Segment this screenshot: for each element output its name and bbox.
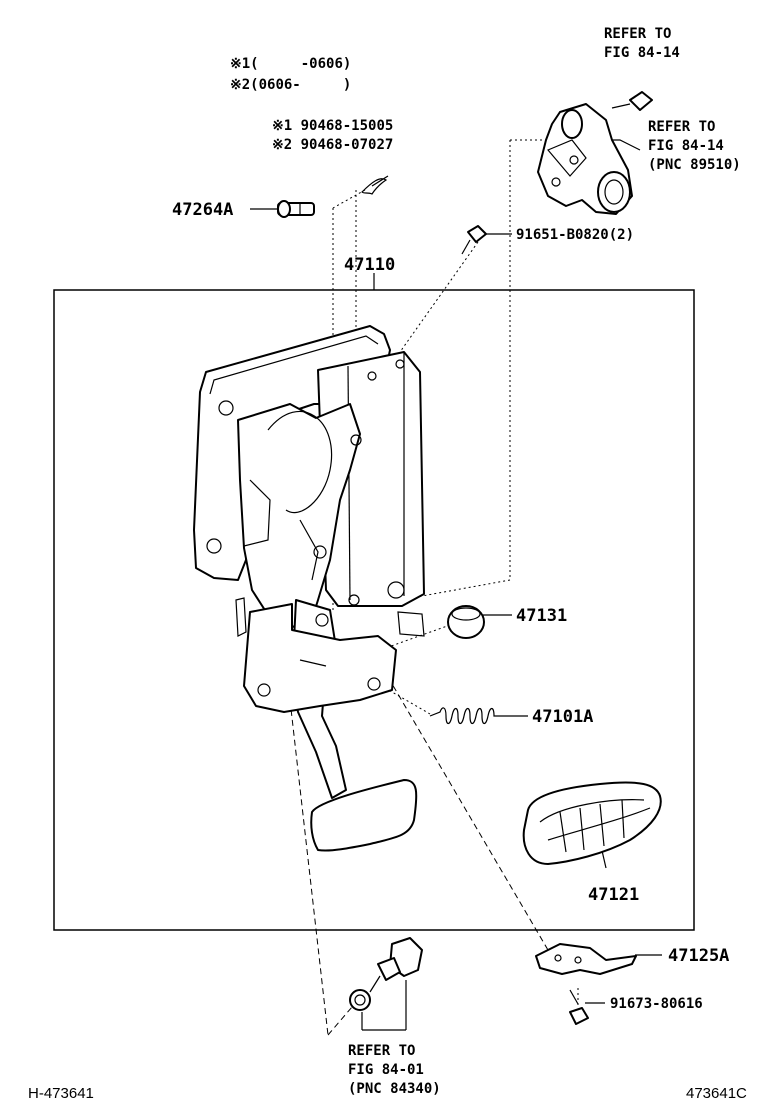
diagram-code-left: H-473641 bbox=[28, 1085, 94, 1102]
note-part-2: ※2 90468-07027 bbox=[272, 137, 393, 153]
spring-47101A bbox=[429, 707, 498, 725]
clevis-pin-47264A bbox=[277, 200, 315, 218]
refer-bottom-line3: (PNC 84340) bbox=[348, 1081, 441, 1097]
refer-sensor-line3: (PNC 89510) bbox=[648, 157, 741, 173]
refer-bottom-line2: FIG 84-01 bbox=[348, 1062, 424, 1078]
stop-lamp-switch bbox=[369, 937, 423, 993]
label-91673: 91673-80616 bbox=[610, 996, 703, 1012]
label-leaders bbox=[250, 139, 662, 1031]
bolt-91651 bbox=[461, 225, 487, 255]
label-47264A: 47264A bbox=[172, 200, 233, 220]
refer-bottom-line1: REFER TO bbox=[348, 1043, 415, 1059]
label-47131: 47131 bbox=[516, 606, 567, 626]
clip-90468 bbox=[361, 175, 389, 195]
refer-sensor-line1: REFER TO bbox=[648, 119, 715, 135]
diagram-code-right: 473641C bbox=[686, 1085, 747, 1102]
stopper-47131 bbox=[447, 605, 485, 639]
label-91651: 91651-B0820(2) bbox=[516, 227, 634, 243]
refer-sensor-line2: FIG 84-14 bbox=[648, 138, 724, 154]
refer-sensor: REFER TO FIG 84-14 (PNC 89510) bbox=[648, 119, 741, 173]
bracket-47125A bbox=[535, 943, 637, 975]
refer-top: REFER TO FIG 84-14 bbox=[604, 26, 680, 61]
pedal-bracket-assembly bbox=[193, 325, 425, 852]
note-range-1: ※1( -0606) bbox=[230, 56, 351, 72]
label-47101A: 47101A bbox=[532, 707, 593, 727]
label-47110: 47110 bbox=[344, 255, 395, 275]
pedal-sensor-assembly bbox=[537, 103, 633, 215]
switch-clip bbox=[349, 989, 371, 1011]
refer-top-line1: REFER TO bbox=[604, 26, 671, 42]
refer-bottom: REFER TO FIG 84-01 (PNC 84340) bbox=[348, 1043, 441, 1097]
note-part-1: ※1 90468-15005 bbox=[272, 118, 393, 134]
label-47121: 47121 bbox=[588, 885, 639, 905]
refer-top-line2: FIG 84-14 bbox=[604, 45, 680, 61]
note-range-2: ※2(0606- ) bbox=[230, 77, 351, 93]
sensor-bolt bbox=[611, 91, 653, 111]
notes-block: ※1( -0606) ※2(0606- ) ※1 90468-15005 ※2 … bbox=[230, 56, 393, 153]
bolt-91673 bbox=[569, 989, 589, 1025]
label-47125A: 47125A bbox=[668, 946, 729, 966]
pad-cover-47121 bbox=[522, 781, 662, 865]
